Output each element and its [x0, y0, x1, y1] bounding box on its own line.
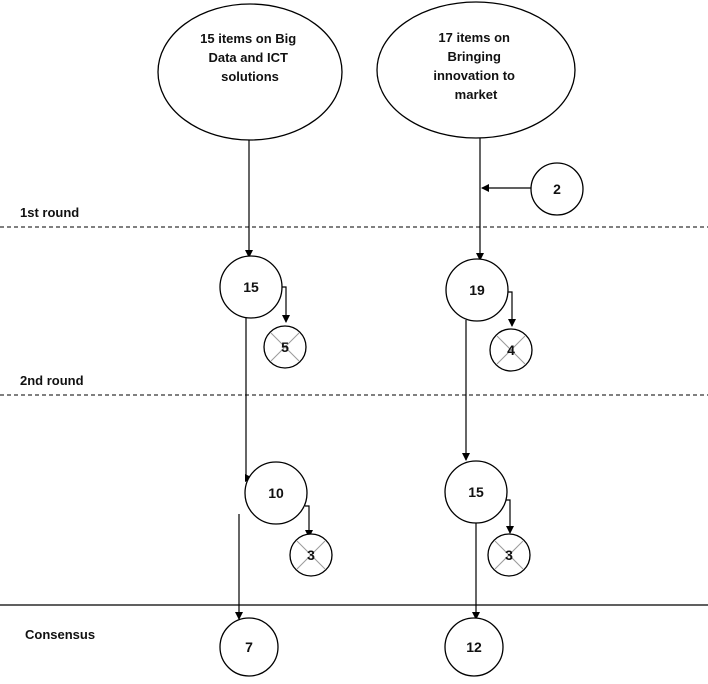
added-items-node: [530, 162, 584, 216]
right-round2-cross-line: [494, 540, 524, 570]
added-items-value: 2: [553, 181, 561, 197]
left-round2-value: 10: [268, 485, 284, 501]
right-round1-cross-line: [496, 335, 526, 365]
right-source-text: 17 items on Bringing innovation to marke…: [433, 30, 518, 102]
right-consensus-node: [444, 617, 504, 677]
left-round1-value: 15: [243, 279, 259, 295]
right-round1-value: 19: [469, 282, 485, 298]
right-round2-value: 15: [468, 484, 484, 500]
right-consensus-value: 12: [466, 639, 482, 655]
left-consensus-value: 7: [245, 639, 253, 655]
right-source-ellipse: [376, 1, 576, 139]
left-round2-cross-line: [296, 540, 326, 570]
left-source-text: 15 items on Big Data and ICT solutions: [200, 31, 300, 84]
left-round1-cross-line: [270, 332, 300, 362]
left-round2-removed-value: 3: [307, 547, 315, 563]
second-round-label: 2nd round: [20, 373, 84, 388]
right-round2-removed-value: 3: [505, 547, 513, 563]
left-round2-node: [244, 461, 308, 525]
first-round-label: 1st round: [20, 205, 80, 220]
right-round1-node: [445, 258, 509, 322]
right-round2-node: [444, 460, 508, 524]
right-round1-removed-value: 4: [507, 342, 515, 358]
left-round2-removal-arrow: [305, 505, 313, 538]
left-round1-removed-value: 5: [281, 339, 289, 355]
left-source-ellipse: [157, 3, 343, 141]
left-consensus-node: [219, 617, 279, 677]
consensus-label: Consensus: [25, 627, 96, 642]
left-round1-node: [219, 255, 283, 319]
